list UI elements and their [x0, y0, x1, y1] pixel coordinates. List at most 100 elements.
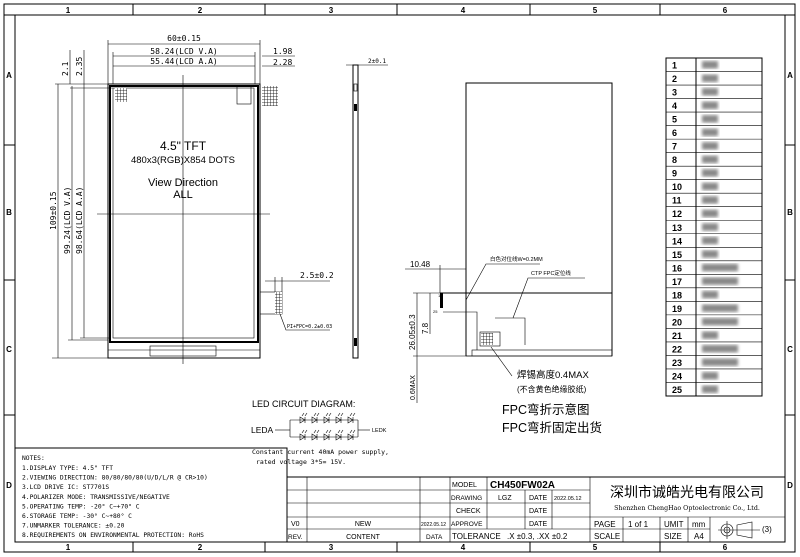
- view-direction-value: ALL: [173, 189, 193, 201]
- pin-name-redacted: [702, 304, 738, 312]
- led-cathode-label: LEDK: [372, 428, 387, 434]
- pin-name-redacted: [702, 290, 718, 299]
- column-label: 4: [461, 543, 466, 552]
- pin-name-redacted: [702, 209, 718, 218]
- pin-number: 13: [672, 223, 682, 233]
- note-item: 1.DISPLAY TYPE: 4.5" TFT: [22, 465, 113, 472]
- pin-name-redacted: [702, 385, 718, 393]
- pin-number: 25: [672, 385, 682, 395]
- dim-width: 60±0.15: [167, 34, 201, 43]
- dim-top-offset-1: 2.1: [61, 61, 70, 76]
- led-diode-icon: [347, 412, 356, 424]
- led-diode-icon: [323, 412, 332, 424]
- dim-lcd-va-width: 58.24(LCD V.A): [150, 47, 217, 56]
- row-label: A: [6, 71, 12, 80]
- led-circuit-diagram: LED CIRCUIT DIAGRAM: LEDA LEDK Constant …: [251, 399, 389, 466]
- projection-symbol-icon: [718, 521, 760, 539]
- revision-date: 2022.05.12: [421, 522, 446, 528]
- column-label: 1: [66, 6, 71, 15]
- pin-number: 3: [672, 88, 677, 98]
- notes-title: NOTES:: [22, 455, 45, 462]
- size-label: SIZE: [664, 532, 682, 541]
- column-label: 5: [593, 6, 598, 15]
- date-label: DATE: [529, 521, 547, 528]
- led-diode-icon: [311, 412, 320, 424]
- pin-number: 24: [672, 371, 682, 381]
- dim-7-8: 7.8: [421, 322, 430, 334]
- pin-number: 21: [672, 331, 682, 341]
- revision-v0: V0: [291, 521, 300, 528]
- drawing-label: DRAWING: [451, 495, 482, 502]
- dim-26-05: 26.05±0.3: [408, 314, 417, 350]
- pin-number: 17: [672, 277, 682, 287]
- dim-fpc-width: 2.5±0.2: [300, 271, 334, 280]
- unit-label: UMIT: [664, 520, 684, 529]
- title-block: MODEL CH450FW02A DRAWING LGZ DATE 2022.0…: [286, 476, 786, 543]
- date-label: DATE: [529, 508, 547, 515]
- tolerance-value: .X ±0.3, .XX ±0.2: [507, 532, 568, 541]
- pin-name-redacted: [702, 344, 738, 353]
- pin-number: 2: [672, 74, 677, 84]
- model-label: MODEL: [452, 482, 477, 489]
- tolerance-label: TOLERANCE: [452, 532, 501, 541]
- pin-25-marker: 25: [433, 309, 438, 314]
- fpc-bend-view: 10.48 26.05±0.3 7.8 0.6MAX 1 25 白色对位线W=0…: [405, 82, 613, 435]
- note-item: 7.UNMARKER TOLERANCE: ±0.20: [22, 523, 125, 530]
- pin-name-redacted: [702, 169, 718, 177]
- pixel-corner-mark: [115, 88, 127, 102]
- side-view: 2±0.1: [346, 58, 388, 359]
- solder-note-label: (不含黄色绝缘胶纸): [517, 384, 587, 394]
- white-alignment-line-label: 白色对位线W=0.2MM: [490, 255, 543, 263]
- drawing-date: 2022.05.12: [554, 496, 582, 502]
- drawn-by: LGZ: [498, 495, 512, 502]
- dim-top-offset-2: 2.35: [75, 57, 84, 76]
- row-label: D: [6, 481, 12, 490]
- led-diode-icon: [311, 429, 320, 441]
- pin-number: 11: [672, 196, 682, 206]
- pin-number: 6: [672, 128, 677, 138]
- pin-name-redacted: [702, 196, 718, 204]
- fpc-bend-ship-caption: FPC弯折固定出货: [502, 420, 602, 435]
- pin-name-redacted: [702, 277, 738, 285]
- model-number: CH450FW02A: [490, 480, 555, 491]
- pin-name-redacted: [702, 155, 718, 164]
- row-label: B: [787, 208, 793, 217]
- unit-value: mm: [692, 520, 706, 529]
- column-label: 2: [198, 6, 203, 15]
- dim-lcd-aa-height: 98.64(LCD A.A): [75, 187, 84, 254]
- note-item: 2.VIEWING DIRECTION: 80/80/80/80(U/D/L/R…: [22, 475, 208, 482]
- led-circuit-title: LED CIRCUIT DIAGRAM:: [252, 399, 355, 409]
- fpc-bend-caption: FPC弯折示意图: [502, 402, 590, 417]
- pin-number: 5: [672, 115, 677, 125]
- pin-name-redacted: [702, 101, 718, 110]
- pin-table: 1234567891011121314151617181920212223242…: [665, 57, 763, 397]
- dim-lcd-aa-width: 55.44(LCD A.A): [150, 57, 217, 66]
- column-label: 4: [461, 6, 466, 15]
- dim-height: 109±0.15: [49, 191, 58, 230]
- row-label: B: [6, 208, 12, 217]
- pin-number: 10: [672, 182, 682, 192]
- led-note-voltage: rated voltage 3*5= 15V.: [256, 458, 346, 466]
- pin-number: 12: [672, 209, 682, 219]
- dim-right-offset-2: 2.28: [273, 58, 292, 67]
- led-diode-icon: [299, 429, 308, 441]
- pin-name-redacted: [702, 250, 718, 258]
- note-item: 5.OPERATING TEMP: -20° C~+70° C: [22, 502, 140, 510]
- led-note-current: Constant current 40mA power supply,: [252, 448, 389, 456]
- rev-header: REV.: [288, 534, 303, 541]
- date-label: DATE: [529, 495, 547, 502]
- data-header: DATA: [426, 534, 443, 541]
- note-item: 3.LCD DRIVE IC: ST7701S: [22, 484, 109, 491]
- pin-name-redacted: [702, 128, 718, 137]
- pin-number: 1: [672, 61, 677, 71]
- row-label: C: [787, 345, 793, 354]
- dim-right-offset-1: 1.98: [273, 47, 292, 56]
- column-label: 1: [66, 543, 71, 552]
- notes-block: NOTES: 1.DISPLAY TYPE: 4.5" TFT 2.VIEWING…: [14, 447, 288, 543]
- pin-name-redacted: [702, 88, 718, 96]
- size-value: A4: [694, 532, 704, 541]
- pin-name-redacted: [702, 182, 718, 191]
- row-label: A: [787, 71, 793, 80]
- dim-10-48: 10.48: [410, 260, 431, 269]
